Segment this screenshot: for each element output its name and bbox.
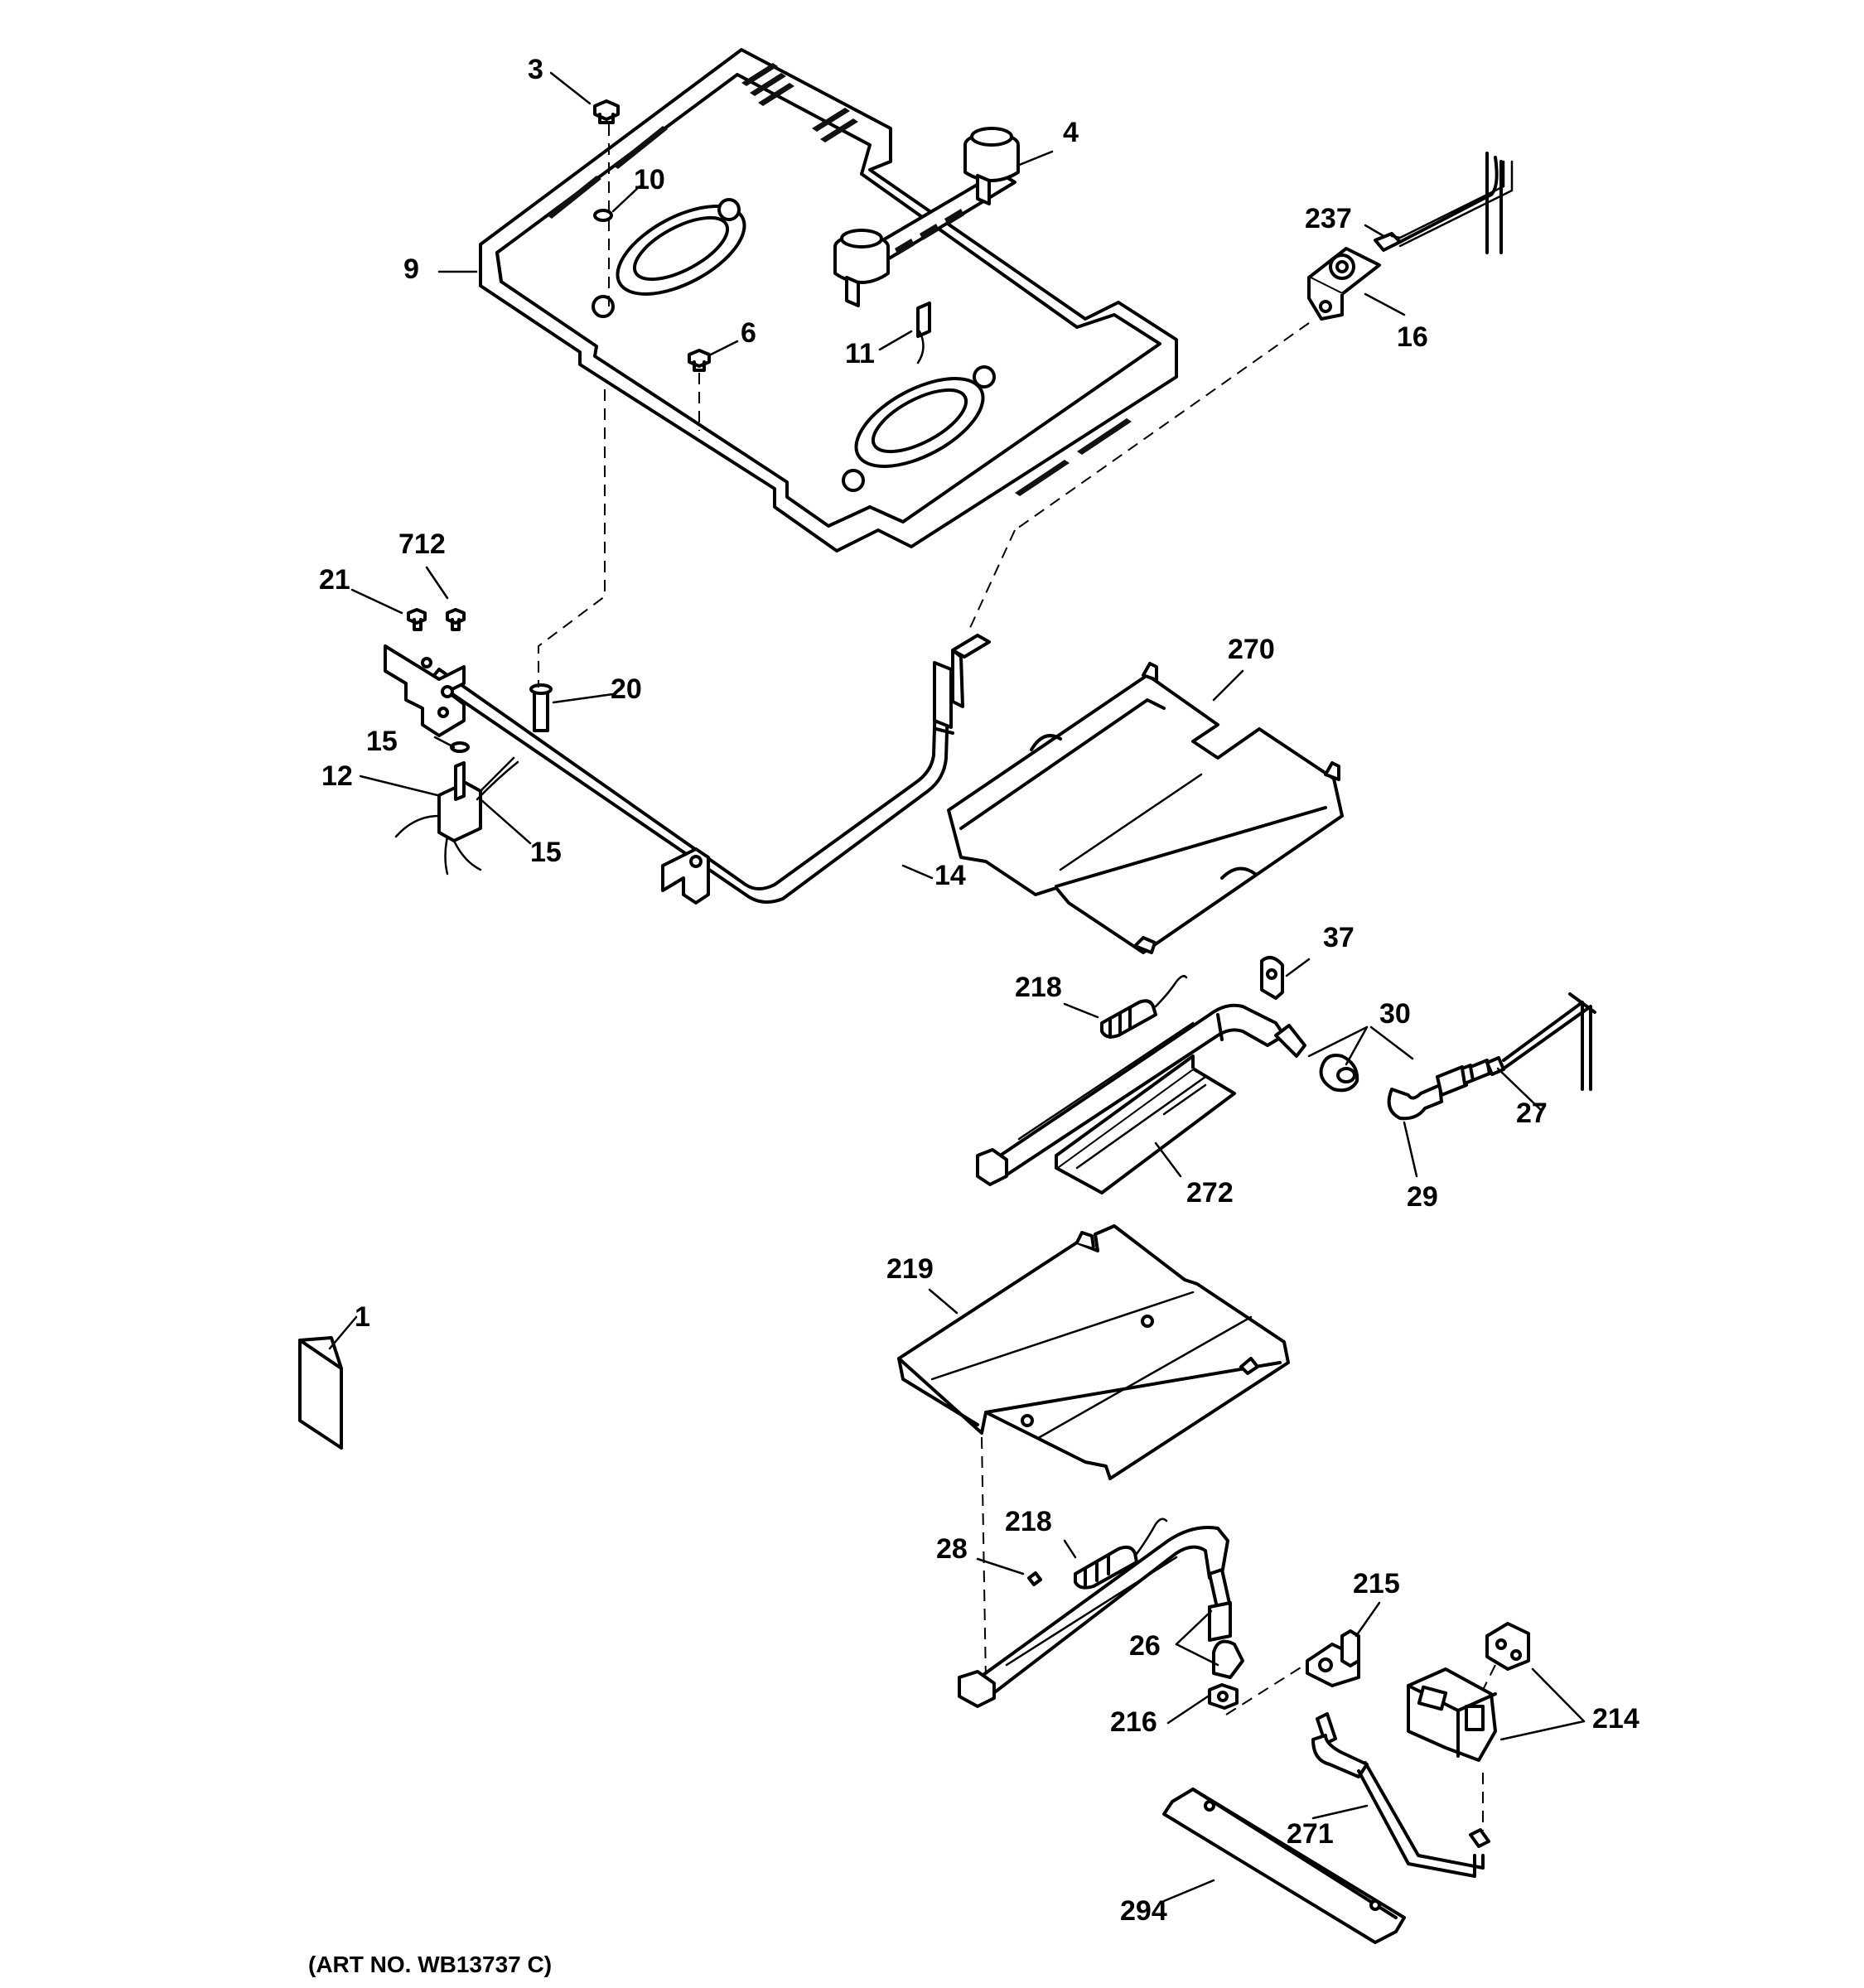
callout-6: 6 — [741, 317, 756, 349]
shield-part-219 — [897, 1224, 1290, 1682]
callout-294: 294 — [1120, 1895, 1167, 1927]
art-number-caption: (ART NO. WB13737 C) — [308, 1952, 553, 1977]
callout-3: 3 — [528, 54, 543, 85]
switch-part-12 — [359, 736, 532, 876]
broil-burner-assembly — [976, 975, 1596, 1194]
callout-271: 271 — [1287, 1818, 1334, 1850]
bracket-part-37 — [1260, 956, 1311, 1000]
manifold-part-14 — [384, 634, 991, 905]
callout-16: 16 — [1397, 321, 1428, 353]
tube-part-271 — [1311, 1712, 1490, 1878]
callout-30: 30 — [1379, 998, 1411, 1030]
envelope-part-1 — [298, 1315, 358, 1450]
callout-218-lower: 218 — [1005, 1506, 1052, 1537]
callout-219: 219 — [886, 1253, 934, 1285]
callout-37: 37 — [1323, 922, 1355, 953]
callout-11: 11 — [845, 338, 875, 369]
callout-28: 28 — [936, 1533, 968, 1565]
callout-237: 237 — [1305, 203, 1352, 234]
callout-15-lower: 15 — [530, 837, 562, 868]
burner-valves-part-4 — [833, 127, 1020, 307]
callout-272: 272 — [1186, 1177, 1234, 1209]
callout-216: 216 — [1110, 1706, 1157, 1738]
callout-10: 10 — [634, 164, 665, 195]
fasteners-top — [437, 71, 1054, 431]
shield-part-270 — [947, 662, 1344, 954]
callout-270: 270 — [1228, 634, 1275, 665]
screws-21-712 — [350, 566, 466, 631]
callout-29: 29 — [1407, 1181, 1438, 1213]
callout-712: 712 — [398, 528, 446, 560]
burner-box-part-9 — [479, 48, 1178, 552]
orifice-holder-part-16 — [968, 152, 1514, 630]
callout-20: 20 — [611, 673, 642, 705]
callout-12: 12 — [321, 760, 353, 792]
bracket-part-294 — [1162, 1788, 1406, 1944]
callout-214: 214 — [1592, 1703, 1639, 1735]
bracket-part-215 — [1306, 1601, 1381, 1687]
callout-21: 21 — [319, 564, 350, 596]
lower-burner-assembly — [958, 1518, 1306, 1725]
callout-15-upper: 15 — [366, 726, 398, 757]
callout-218-upper: 218 — [1015, 972, 1062, 1003]
stud-part-20 — [529, 389, 615, 732]
callout-26: 26 — [1129, 1630, 1161, 1662]
callout-9: 9 — [403, 253, 419, 285]
callout-27: 27 — [1516, 1098, 1548, 1129]
callout-215: 215 — [1353, 1568, 1400, 1600]
valve-part-214 — [1407, 1622, 1586, 1762]
callout-4: 4 — [1063, 117, 1079, 148]
callout-1: 1 — [355, 1301, 370, 1333]
callout-14: 14 — [934, 860, 966, 891]
